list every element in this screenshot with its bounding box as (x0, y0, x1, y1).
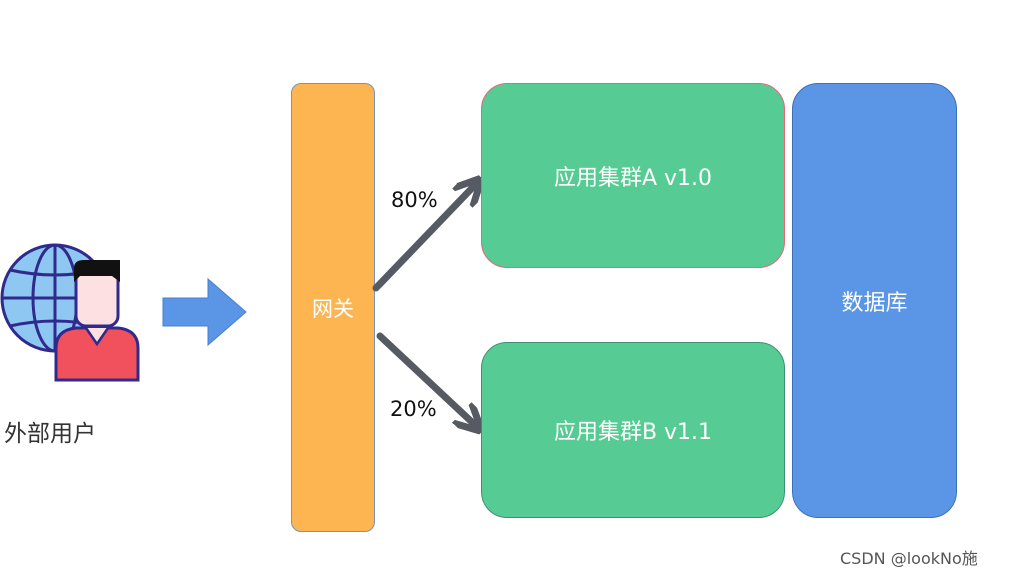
user-globe-icon (0, 243, 140, 382)
cluster-b-label: 应用集群B v1.1 (553, 420, 713, 445)
watermark: CSDN @lookNo施 (840, 549, 978, 568)
gateway-box: 网关 (291, 83, 375, 532)
route-arrow-a (372, 186, 474, 292)
route-arrow-b (376, 332, 474, 424)
database-box: 数据库 (792, 83, 957, 518)
cluster-a-box: 应用集群A v1.0 (481, 83, 785, 268)
route-percent-b: 20% (390, 397, 437, 421)
user-label: 外部用户 (4, 421, 96, 447)
cluster-b-box: 应用集群B v1.1 (481, 342, 785, 518)
gateway-label: 网关 (312, 296, 354, 321)
route-percent-a: 80% (391, 188, 438, 212)
database-label: 数据库 (841, 290, 908, 316)
route-arrows (372, 170, 500, 440)
flow-arrow-icon (162, 277, 247, 347)
person-icon (54, 260, 140, 382)
cluster-a-label: 应用集群A v1.0 (553, 165, 713, 191)
